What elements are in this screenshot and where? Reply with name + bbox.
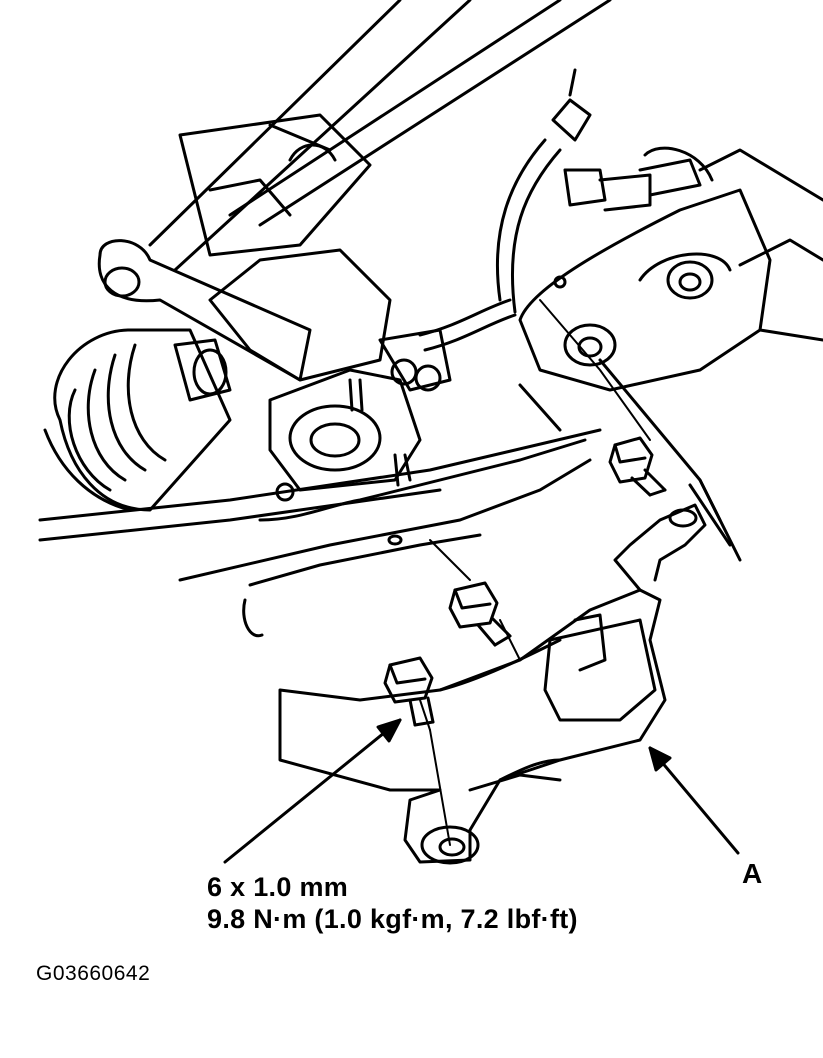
bolt-size-label: 6 x 1.0 mm	[207, 872, 349, 902]
fastener-leader-arrow	[223, 718, 402, 864]
bolt-upper-right	[608, 436, 667, 497]
figure-id: G03660642	[36, 962, 151, 985]
engine-assembly	[38, 0, 823, 638]
torque-spec-label: 9.8 N·m (1.0 kgf·m, 7.2 lbf·ft)	[207, 904, 578, 934]
bracket-a	[278, 503, 707, 865]
callout-a-label: A	[742, 858, 763, 889]
callout-a-leader-arrow	[648, 746, 740, 855]
bolt-lower	[383, 656, 435, 727]
bolt-middle	[448, 581, 512, 647]
